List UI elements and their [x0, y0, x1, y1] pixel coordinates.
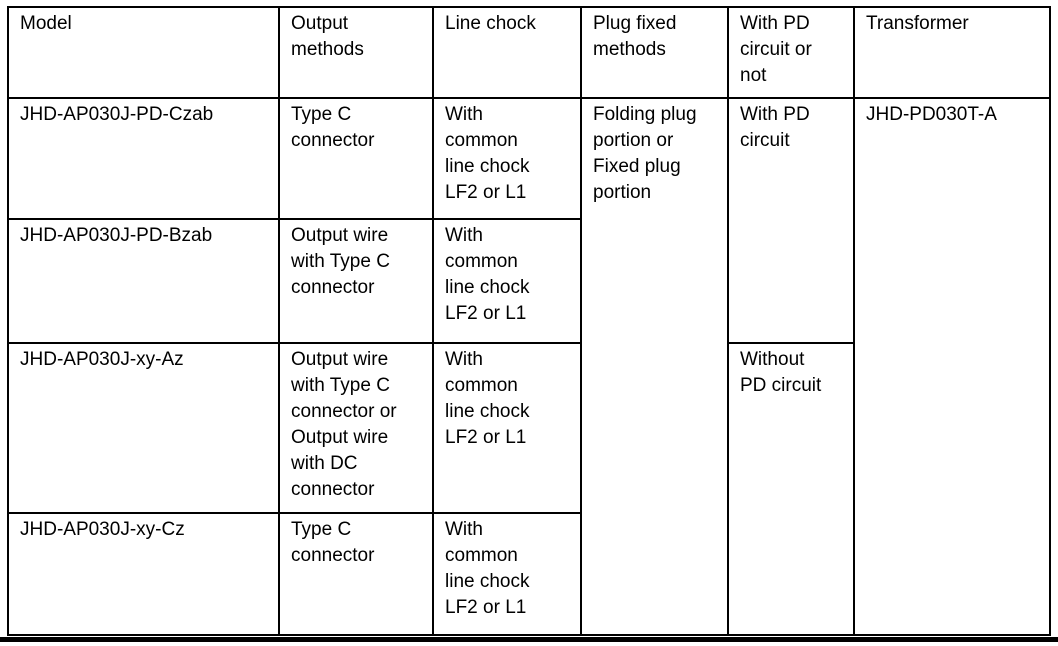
- horizontal-rule: [0, 637, 1058, 642]
- cell-plug-fixed-merged: Folding plug portion or Fixed plug porti…: [580, 97, 729, 636]
- cell-model-4: JHD-AP030J-xy-Cz: [7, 512, 280, 636]
- cell-output-method-1: Type C connector: [278, 97, 434, 220]
- table-row: JHD-AP030J-xy-Az Output wire with Type C…: [7, 342, 1050, 636]
- cell-output-method-3: Output wire with Type C connector or Out…: [278, 342, 434, 514]
- cell-pd-circuit-with: With PD circuit: [727, 97, 855, 344]
- cell-line-chock-2: With common line chock LF2 or L1: [432, 218, 582, 344]
- table-row: JHD-AP030J-xy-Cz Type C connector With c…: [7, 512, 1050, 636]
- cell-line-chock-1: With common line chock LF2 or L1: [432, 97, 582, 220]
- cell-model-2: JHD-AP030J-PD-Bzab: [7, 218, 280, 344]
- header-plug-fixed-methods: Plug fixed methods: [580, 6, 729, 99]
- model-spec-table: Model Output methods Line chock Plug fix…: [7, 6, 1051, 636]
- cell-line-chock-3: With common line chock LF2 or L1: [432, 342, 582, 514]
- header-output-methods: Output methods: [278, 6, 434, 99]
- header-transformer: Transformer: [853, 6, 1051, 99]
- cell-pd-circuit-without: Without PD circuit: [727, 342, 855, 636]
- table-row: JHD-AP030J-PD-Czab Type C connector With…: [7, 97, 1051, 636]
- header-model: Model: [7, 6, 280, 99]
- header-line-chock: Line chock: [432, 6, 582, 99]
- cell-transformer-merged: JHD-PD030T-A: [853, 97, 1051, 636]
- cell-model-3: JHD-AP030J-xy-Az: [7, 342, 280, 514]
- cell-model-1: JHD-AP030J-PD-Czab: [7, 97, 280, 220]
- cell-output-method-4: Type C connector: [278, 512, 434, 636]
- header-pd-circuit: With PD circuit or not: [727, 6, 855, 99]
- table-row: JHD-AP030J-PD-Bzab Output wire with Type…: [7, 218, 1050, 344]
- header-row: Model Output methods Line chock Plug fix…: [7, 6, 1051, 99]
- cell-line-chock-4: With common line chock LF2 or L1: [432, 512, 582, 636]
- cell-output-method-2: Output wire with Type C connector: [278, 218, 434, 344]
